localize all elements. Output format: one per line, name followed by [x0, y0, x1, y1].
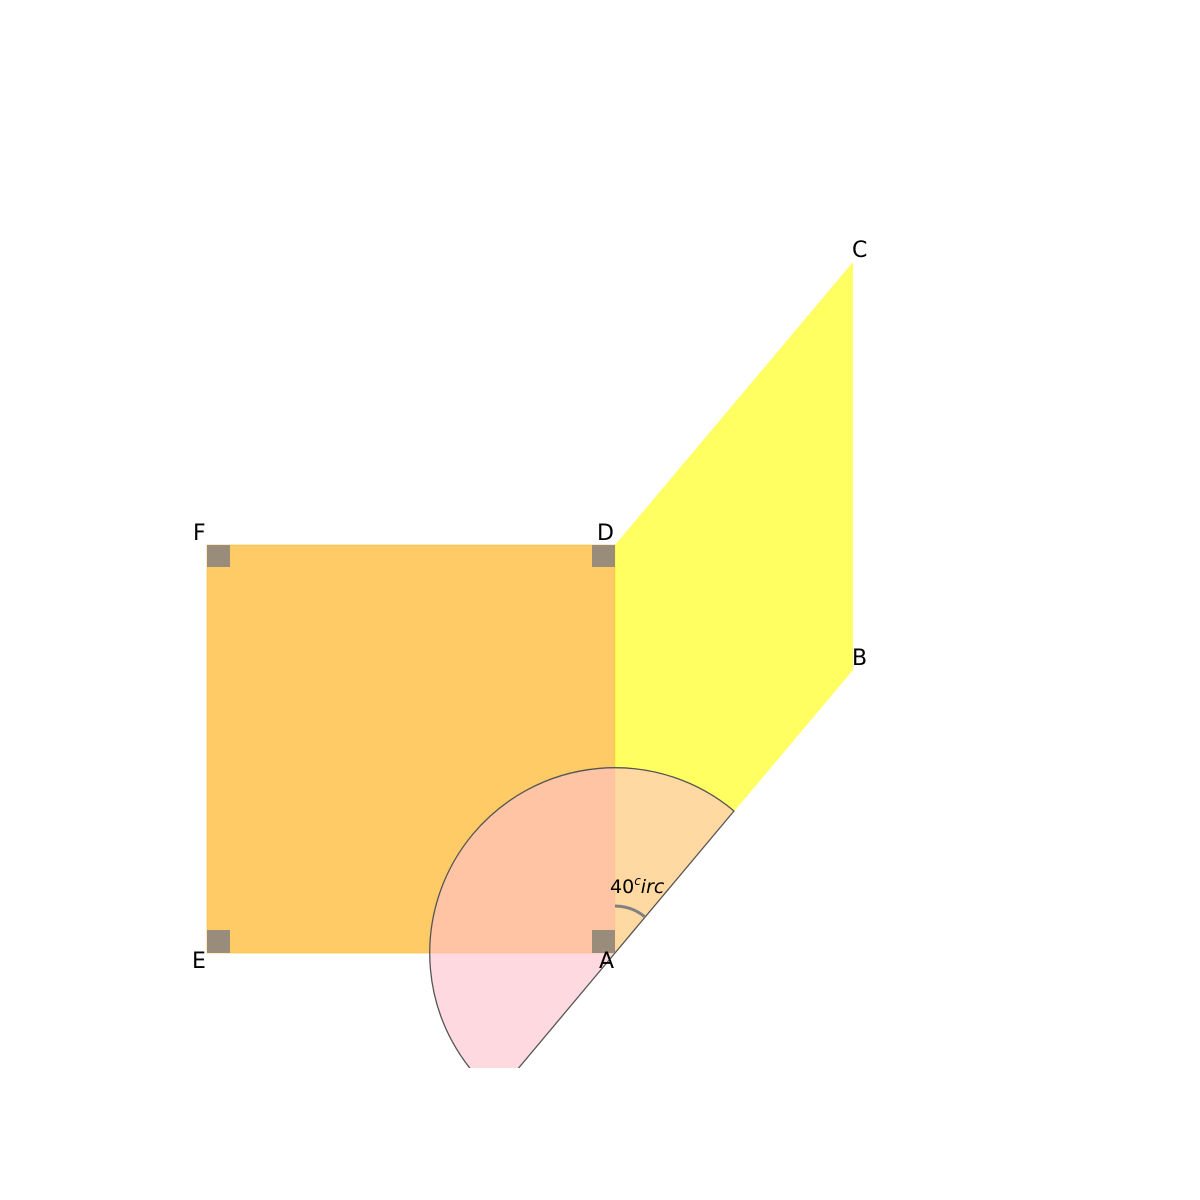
point-label-d: D	[597, 521, 614, 546]
right-angle-marker-d	[592, 545, 615, 567]
angle-arc	[614, 904, 646, 919]
point-label-f: F	[193, 521, 206, 546]
point-label-b: B	[852, 646, 867, 671]
right-angle-marker-f	[207, 545, 230, 567]
angle-label: 40circ	[610, 874, 665, 898]
point-label-e: E	[192, 949, 206, 974]
right-angle-marker-e	[207, 930, 230, 953]
point-label-c: C	[852, 238, 867, 263]
sector	[429, 767, 735, 1068]
point-label-a: A	[599, 949, 614, 974]
right-angle-marker-a	[592, 930, 615, 953]
